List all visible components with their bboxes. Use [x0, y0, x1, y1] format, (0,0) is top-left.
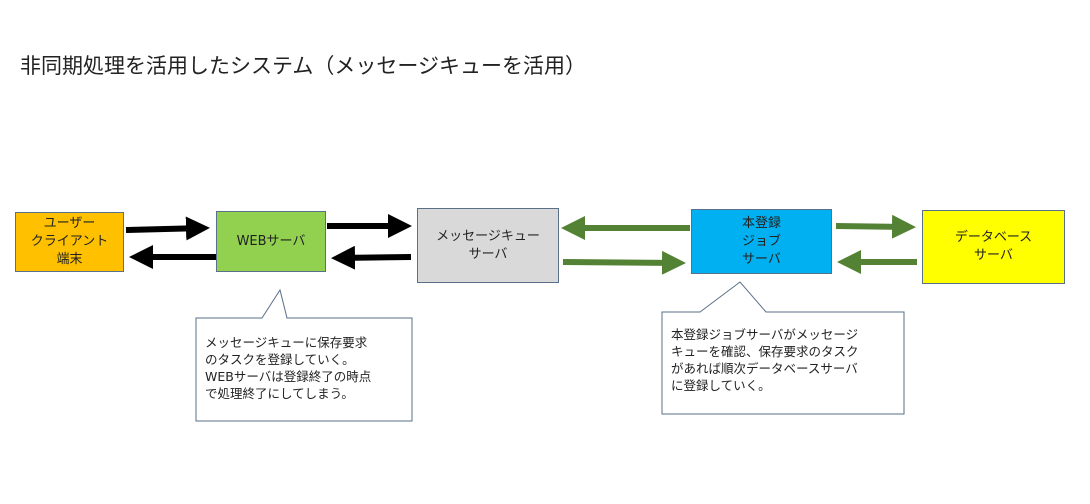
arrow-job-to-db: [835, 214, 916, 239]
node-web-server: WEBサーバ: [216, 211, 326, 272]
arrow-user-to-web: [125, 216, 210, 241]
callout-job-shape: [661, 281, 905, 415]
node-registration-job-server: 本登録 ジョブ サーバ: [691, 209, 832, 274]
arrow-mq-to-web: [331, 245, 412, 270]
node-user-client: ユーザー クライアント 端末: [15, 212, 124, 272]
diagram-title: 非同期処理を活用したシステム（メッセージキューを活用）: [20, 54, 586, 78]
callout-job-text: 本登録ジョブサーバがメッセージ キューを確認、保存要求のタスク があれば順次デー…: [671, 327, 859, 393]
callout-web-shape: [195, 288, 413, 422]
node-message-queue-server: メッセージキュー サーバ: [417, 208, 559, 283]
arrow-mq-to-job: [562, 250, 686, 275]
node-database-server: データベース サーバ: [922, 210, 1065, 284]
callout-web-text: メッセージキューに保存要求 のタスクを登録していく。 WEBサーバは登録終了の時…: [205, 335, 372, 401]
